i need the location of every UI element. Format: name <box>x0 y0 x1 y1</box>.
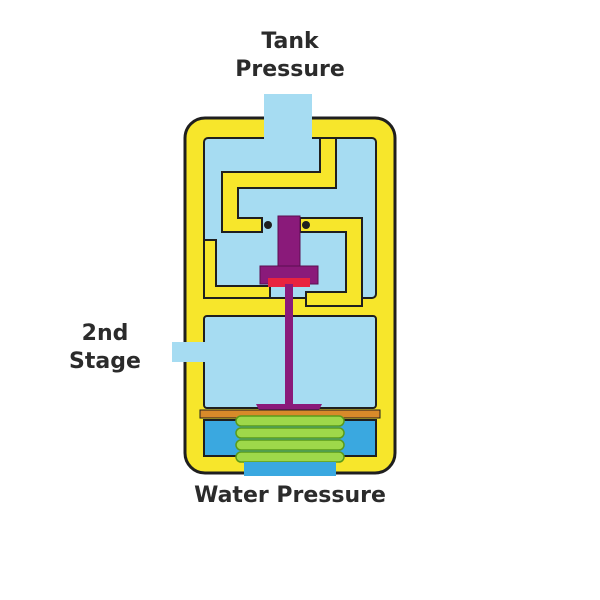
spring-coil <box>235 427 345 439</box>
inner-baffle-right <box>299 217 363 307</box>
water-pressure-text: Water Pressure <box>194 483 386 508</box>
second-stage-port <box>172 342 208 362</box>
spring-coil <box>235 415 345 427</box>
tank-port-channel <box>276 118 300 158</box>
spring-coil <box>235 451 345 463</box>
piston-rod <box>285 284 293 404</box>
seat-dot-left <box>264 221 272 229</box>
spring <box>235 415 345 463</box>
piston-seal <box>268 278 310 287</box>
seat-dot-right <box>302 221 310 229</box>
second-stage-label: 2nd Stage <box>55 320 155 376</box>
inner-baffle <box>221 137 337 233</box>
second-stage-line2: Stage <box>69 349 141 374</box>
spring-coil <box>235 439 345 451</box>
tank-pressure-line1: Tank <box>261 29 319 54</box>
inner-baffle-left <box>203 239 271 299</box>
piston-stem <box>277 215 301 273</box>
water-port <box>244 462 336 476</box>
tank-pressure-line2: Pressure <box>235 57 345 82</box>
second-stage-line1: 2nd <box>81 321 129 346</box>
tank-pressure-label: Tank Pressure <box>220 28 360 84</box>
water-pressure-label: Water Pressure <box>180 482 400 510</box>
